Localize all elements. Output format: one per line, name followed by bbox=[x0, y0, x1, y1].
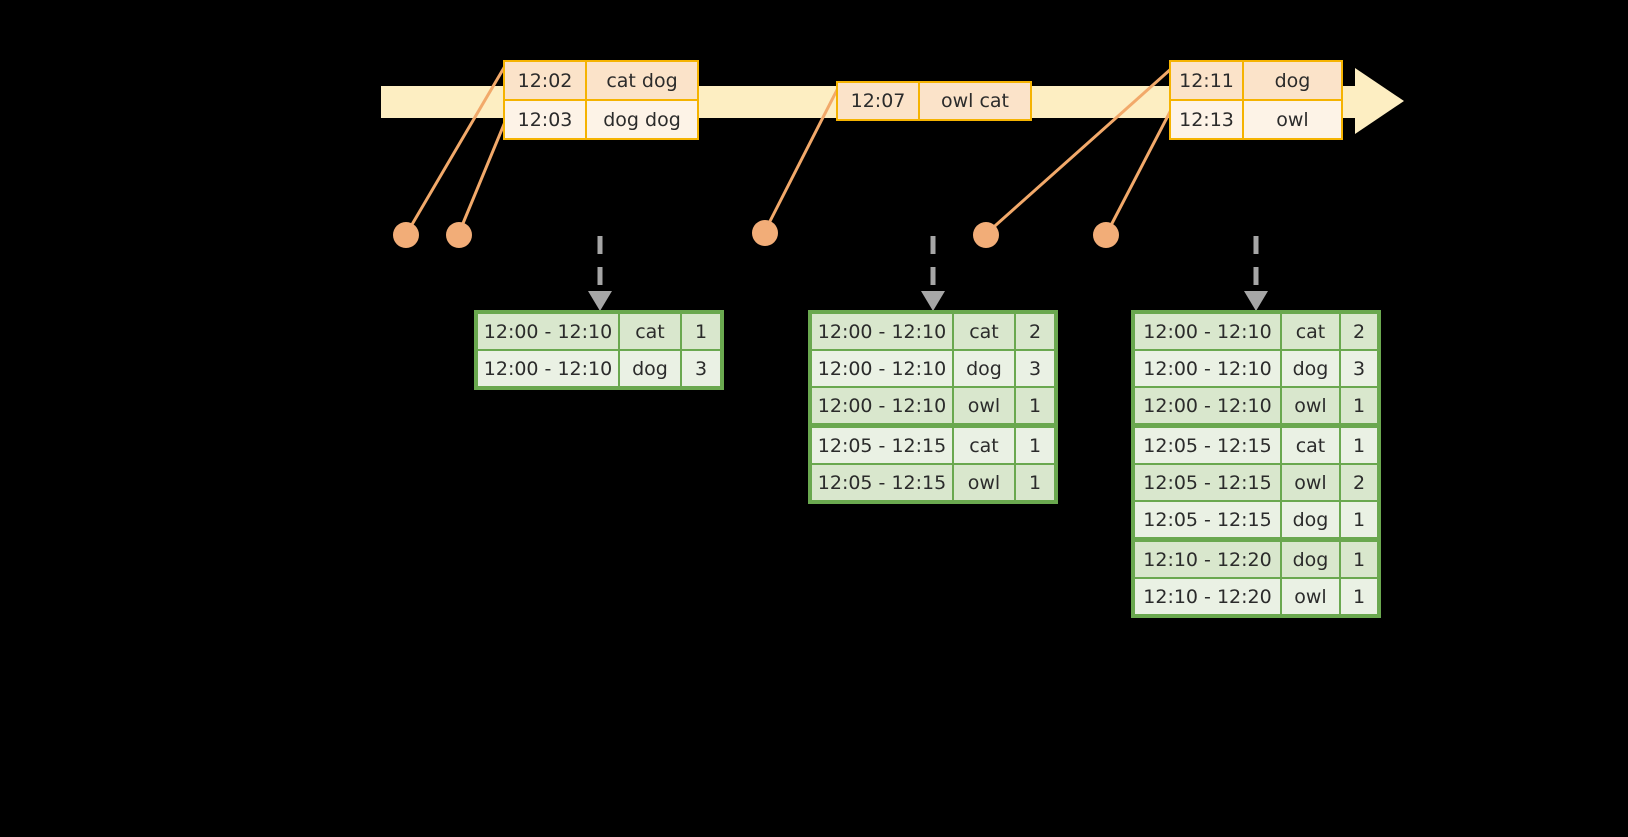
count-cell: 1 bbox=[1341, 542, 1377, 577]
event-box-2[interactable]: 12:07 owl cat bbox=[836, 81, 1032, 121]
connector-line-5 bbox=[1105, 107, 1174, 234]
event-words: owl bbox=[1244, 101, 1341, 138]
event-row[interactable]: 12:13 owl bbox=[1171, 99, 1341, 138]
count-cell: 1 bbox=[1341, 388, 1377, 423]
count-cell: 1 bbox=[1016, 465, 1054, 500]
word-cell: cat bbox=[954, 428, 1014, 463]
window-cell: 12:05 - 12:15 bbox=[1135, 465, 1280, 500]
event-row[interactable]: 12:03 dog dog bbox=[505, 99, 697, 138]
table-row[interactable]: 12:00 - 12:10 dog 3 bbox=[477, 350, 721, 387]
table-row[interactable]: 12:00 - 12:10 cat 2 bbox=[1134, 313, 1378, 350]
window-cell: 12:00 - 12:10 bbox=[812, 351, 952, 386]
dashed-arrowhead-1 bbox=[588, 291, 612, 311]
count-cell: 1 bbox=[1016, 388, 1054, 423]
word-cell: cat bbox=[620, 314, 680, 349]
table-row[interactable]: 12:00 - 12:10 dog 3 bbox=[1134, 350, 1378, 387]
window-cell: 12:05 - 12:15 bbox=[1135, 502, 1280, 537]
window-cell: 12:00 - 12:10 bbox=[478, 351, 618, 386]
table-row[interactable]: 12:00 - 12:10 cat 2 bbox=[811, 313, 1055, 350]
count-cell: 2 bbox=[1341, 465, 1377, 500]
count-cell: 1 bbox=[682, 314, 720, 349]
group-separator bbox=[1134, 538, 1378, 541]
table-row[interactable]: 12:05 - 12:15 cat 1 bbox=[811, 427, 1055, 464]
window-cell: 12:00 - 12:10 bbox=[1135, 388, 1280, 423]
event-row[interactable]: 12:07 owl cat bbox=[838, 83, 1030, 119]
window-cell: 12:00 - 12:10 bbox=[1135, 351, 1280, 386]
count-cell: 1 bbox=[1341, 428, 1377, 463]
window-cell: 12:00 - 12:10 bbox=[1135, 314, 1280, 349]
event-box-3[interactable]: 12:11 dog 12:13 owl bbox=[1169, 60, 1343, 140]
group-separator bbox=[811, 424, 1055, 427]
event-words: owl cat bbox=[920, 83, 1030, 119]
table-row[interactable]: 12:05 - 12:15 owl 2 bbox=[1134, 464, 1378, 501]
timeline-arrowhead bbox=[1355, 68, 1404, 134]
word-cell: owl bbox=[1282, 465, 1339, 500]
window-cell: 12:00 - 12:10 bbox=[812, 388, 952, 423]
count-cell: 2 bbox=[1341, 314, 1377, 349]
event-time: 12:13 bbox=[1171, 101, 1244, 138]
word-cell: dog bbox=[1282, 542, 1339, 577]
window-cell: 12:05 - 12:15 bbox=[812, 465, 952, 500]
word-cell: cat bbox=[954, 314, 1014, 349]
event-time: 12:07 bbox=[838, 83, 920, 119]
connector-dot-1 bbox=[393, 222, 419, 248]
window-cell: 12:05 - 12:15 bbox=[1135, 428, 1280, 463]
event-time: 12:11 bbox=[1171, 62, 1244, 99]
event-time: 12:03 bbox=[505, 101, 587, 138]
word-cell: owl bbox=[954, 388, 1014, 423]
count-cell: 3 bbox=[1016, 351, 1054, 386]
event-words: dog dog bbox=[587, 101, 697, 138]
window-cell: 12:05 - 12:15 bbox=[812, 428, 952, 463]
result-table-1[interactable]: 12:00 - 12:10 cat 1 12:00 - 12:10 dog 3 bbox=[474, 310, 724, 390]
window-cell: 12:10 - 12:20 bbox=[1135, 579, 1280, 614]
event-words: dog bbox=[1244, 62, 1341, 99]
result-table-3[interactable]: 12:00 - 12:10 cat 2 12:00 - 12:10 dog 3 … bbox=[1131, 310, 1381, 618]
event-words: cat dog bbox=[587, 62, 697, 99]
dashed-arrowhead-3 bbox=[1244, 291, 1268, 311]
count-cell: 1 bbox=[1341, 502, 1377, 537]
connector-dot-3 bbox=[752, 220, 778, 246]
table-row[interactable]: 12:00 - 12:10 owl 1 bbox=[811, 387, 1055, 424]
event-box-1[interactable]: 12:02 cat dog 12:03 dog dog bbox=[503, 60, 699, 140]
event-row[interactable]: 12:11 dog bbox=[1171, 62, 1341, 99]
word-cell: cat bbox=[1282, 314, 1339, 349]
connector-dot-5 bbox=[1093, 222, 1119, 248]
word-cell: dog bbox=[954, 351, 1014, 386]
word-cell: cat bbox=[1282, 428, 1339, 463]
table-row[interactable]: 12:05 - 12:15 cat 1 bbox=[1134, 427, 1378, 464]
count-cell: 1 bbox=[1016, 428, 1054, 463]
count-cell: 3 bbox=[682, 351, 720, 386]
result-table-2[interactable]: 12:00 - 12:10 cat 2 12:00 - 12:10 dog 3 … bbox=[808, 310, 1058, 504]
dashed-arrowhead-2 bbox=[921, 291, 945, 311]
table-row[interactable]: 12:05 - 12:15 dog 1 bbox=[1134, 501, 1378, 538]
table-row[interactable]: 12:00 - 12:10 owl 1 bbox=[1134, 387, 1378, 424]
group-separator bbox=[1134, 424, 1378, 427]
event-time: 12:02 bbox=[505, 62, 587, 99]
table-row[interactable]: 12:10 - 12:20 dog 1 bbox=[1134, 541, 1378, 578]
word-cell: owl bbox=[1282, 388, 1339, 423]
table-row[interactable]: 12:00 - 12:10 cat 1 bbox=[477, 313, 721, 350]
table-row[interactable]: 12:00 - 12:10 dog 3 bbox=[811, 350, 1055, 387]
count-cell: 3 bbox=[1341, 351, 1377, 386]
event-row[interactable]: 12:02 cat dog bbox=[505, 62, 697, 99]
window-cell: 12:00 - 12:10 bbox=[812, 314, 952, 349]
word-cell: dog bbox=[1282, 502, 1339, 537]
window-cell: 12:00 - 12:10 bbox=[478, 314, 618, 349]
word-cell: dog bbox=[1282, 351, 1339, 386]
word-cell: dog bbox=[620, 351, 680, 386]
connector-line-1 bbox=[405, 65, 507, 234]
count-cell: 2 bbox=[1016, 314, 1054, 349]
window-cell: 12:10 - 12:20 bbox=[1135, 542, 1280, 577]
count-cell: 1 bbox=[1341, 579, 1377, 614]
connector-dot-2 bbox=[446, 222, 472, 248]
table-row[interactable]: 12:05 - 12:15 owl 1 bbox=[811, 464, 1055, 501]
word-cell: owl bbox=[954, 465, 1014, 500]
word-cell: owl bbox=[1282, 579, 1339, 614]
connector-dot-4 bbox=[973, 222, 999, 248]
connector-line-3 bbox=[763, 87, 840, 232]
table-row[interactable]: 12:10 - 12:20 owl 1 bbox=[1134, 578, 1378, 615]
connector-line-4 bbox=[986, 66, 1173, 235]
